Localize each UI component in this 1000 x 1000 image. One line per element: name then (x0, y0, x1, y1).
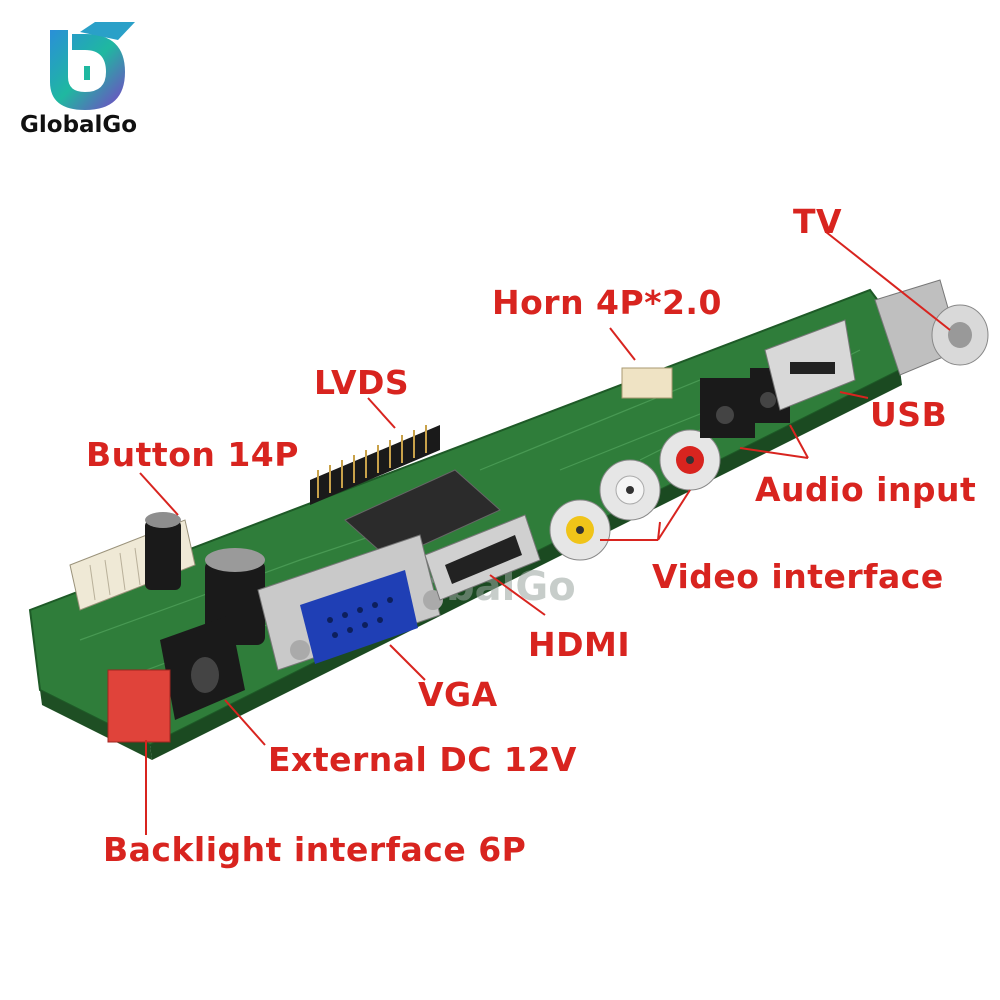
label-hdmi: HDMI (528, 625, 631, 664)
pointer-lines (139, 231, 951, 835)
label-button: Button 14P (86, 435, 299, 474)
backlight-connector (107, 669, 171, 743)
label-external-dc: External DC 12V (268, 740, 577, 779)
label-tv: TV (793, 202, 843, 241)
label-backlight-interface: Backlight interface 6P (103, 830, 527, 869)
main-chip (344, 469, 501, 561)
usb-port (764, 319, 856, 411)
hdmi-port (424, 514, 541, 601)
horn-connector (621, 367, 673, 399)
rca-white-jack (599, 459, 661, 521)
label-vga: VGA (418, 675, 498, 714)
rca-red-jack (659, 429, 721, 491)
lvds-connector (310, 425, 440, 505)
brand-name: GlobalGo (20, 112, 138, 138)
vga-port (257, 534, 443, 671)
tv-tuner-port (874, 279, 989, 376)
label-horn: Horn 4P*2.0 (492, 283, 722, 322)
capacitor (145, 512, 181, 590)
dc-jack (160, 615, 245, 720)
label-usb: USB (870, 395, 948, 434)
rca-yellow-jack (549, 499, 611, 561)
label-audio-input: Audio input (755, 470, 977, 509)
globalgo-logo-icon (50, 22, 135, 110)
label-lvds: LVDS (314, 363, 410, 402)
label-video-interface: Video interface (652, 557, 944, 596)
